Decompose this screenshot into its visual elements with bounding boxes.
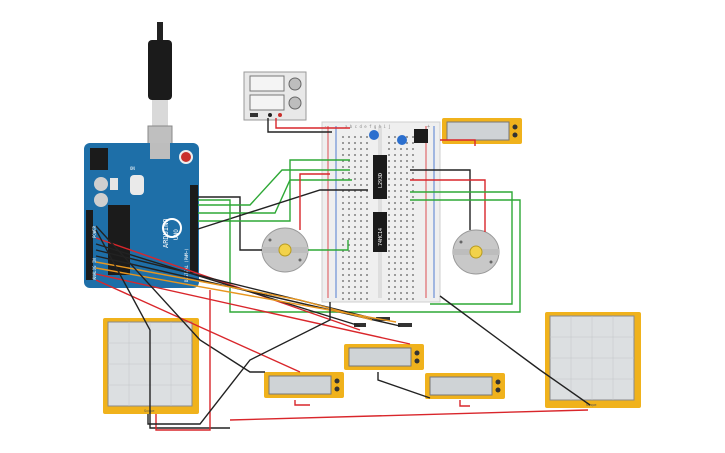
breadboard-holes xyxy=(342,136,414,300)
wire xyxy=(410,191,513,305)
wire xyxy=(299,173,330,230)
breadboard-row-letters: a b c d e f g h i j xyxy=(345,124,391,129)
wire xyxy=(439,295,591,406)
reset-button[interactable] xyxy=(179,150,193,164)
oscilloscope-left-tag: Scope xyxy=(144,409,155,413)
digital-header[interactable] xyxy=(190,185,198,273)
current-knob-icon[interactable] xyxy=(288,96,302,110)
wire xyxy=(95,249,381,321)
wire xyxy=(294,400,310,406)
dc-motor-right[interactable] xyxy=(452,229,500,275)
power-header-label: POWER xyxy=(92,225,97,238)
analog-header[interactable] xyxy=(86,210,93,280)
inverter-chip xyxy=(373,212,387,252)
wire xyxy=(198,196,262,251)
wire xyxy=(198,199,521,313)
oscilloscope-left[interactable]: Scope xyxy=(103,318,199,414)
wire xyxy=(198,159,350,222)
wire xyxy=(95,279,301,373)
current-display xyxy=(249,94,285,111)
breadboard[interactable]: a b c d e f g h i j - + L293D 74HC14 xyxy=(321,121,441,303)
digital-header-label: DIGITAL (PWM~) xyxy=(184,248,189,282)
analog-header-label: ANALOG IN xyxy=(92,258,97,280)
wire xyxy=(275,118,350,129)
oscilloscope-right-tag: Scope xyxy=(586,403,597,407)
multimeter-right[interactable] xyxy=(425,373,505,399)
power-switch[interactable] xyxy=(250,113,258,117)
wire xyxy=(377,372,431,399)
wire xyxy=(459,400,470,407)
voltage-display xyxy=(249,75,285,92)
multimeter-top-right[interactable] xyxy=(442,118,522,144)
wire xyxy=(95,237,361,331)
wire xyxy=(155,290,211,431)
rail-plus-label: + xyxy=(427,124,430,130)
wire xyxy=(410,169,471,230)
chip-a-label: L293D xyxy=(378,173,384,188)
resistor-icon xyxy=(398,323,412,327)
board-brand: ARDUINO xyxy=(162,218,170,248)
motor-shaft-icon xyxy=(469,245,483,259)
capacitor-icon xyxy=(369,130,379,140)
resistor-icon xyxy=(354,323,366,327)
wire xyxy=(95,225,265,373)
arduino-board[interactable]: ARDUINO UNO DIGITAL (PWM~) ANALOG IN POW… xyxy=(84,143,199,288)
motor-driver-chip xyxy=(373,155,387,199)
wire xyxy=(308,240,349,251)
capacitor-icon xyxy=(94,177,108,191)
wires xyxy=(95,118,591,431)
regulator-chip xyxy=(414,129,428,143)
capacitor-icon xyxy=(94,193,108,207)
wire xyxy=(95,267,397,323)
motor-shaft-icon xyxy=(278,243,292,257)
oscilloscope-right[interactable]: Scope xyxy=(545,312,641,408)
voltage-knob-icon[interactable] xyxy=(288,77,302,91)
arduino-logo-icon xyxy=(162,218,182,238)
dc-motor-left[interactable] xyxy=(261,227,309,273)
rail-minus-label: - xyxy=(324,124,327,130)
wire xyxy=(198,179,352,214)
multimeter-center[interactable] xyxy=(344,344,424,370)
power-supply[interactable] xyxy=(243,71,307,121)
wire xyxy=(197,189,368,230)
usb-port xyxy=(150,143,170,159)
power-jack xyxy=(90,148,108,170)
wire xyxy=(267,118,332,133)
crystal-icon xyxy=(130,175,144,195)
multimeter-left[interactable] xyxy=(264,372,344,398)
wire xyxy=(95,273,411,345)
board-model: UNO xyxy=(173,229,180,240)
on-led-label: ON xyxy=(130,166,135,171)
wire xyxy=(440,139,476,146)
wire xyxy=(229,409,589,421)
wire xyxy=(95,243,361,327)
chip-b-label: 74HC14 xyxy=(378,228,384,246)
wire xyxy=(95,229,230,429)
wire xyxy=(147,302,331,425)
capacitor-icon xyxy=(397,135,407,145)
wire xyxy=(198,169,350,206)
wire xyxy=(410,179,486,232)
usb-cable xyxy=(147,22,173,163)
